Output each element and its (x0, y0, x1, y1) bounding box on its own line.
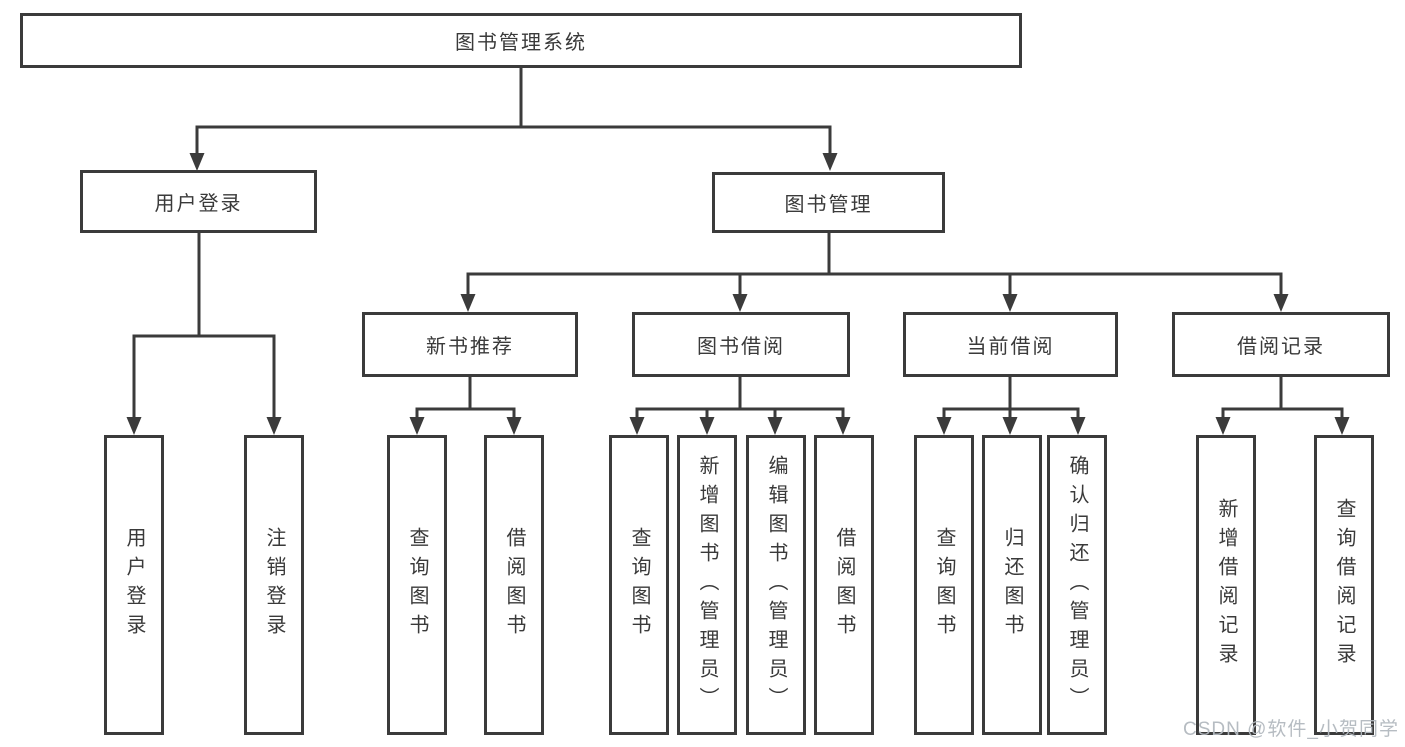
leaf-label: 查询图书 (933, 527, 955, 643)
node-root-label: 图书管理系统 (455, 32, 587, 54)
leaf-label: 查询图书 (628, 527, 650, 643)
leaf-label: 查询借阅记录 (1333, 498, 1355, 672)
connector-borrow-records (1215, 377, 1350, 435)
node-book-borrow: 图书借阅 (632, 312, 850, 377)
leaf-edit-books-admin: 编辑图书（管理员） (746, 435, 806, 735)
leaf-label: 新增借阅记录 (1215, 498, 1237, 672)
leaf-return-books: 归还图书 (982, 435, 1042, 735)
node-borrow-records: 借阅记录 (1172, 312, 1390, 377)
connector-book-borrow (629, 377, 851, 435)
connector-book-management (460, 233, 1289, 312)
leaf-borrow-books-borrow: 借阅图书 (814, 435, 874, 735)
leaf-label: 确认归还（管理员） (1066, 454, 1088, 716)
leaf-label: 归还图书 (1001, 527, 1023, 643)
node-new-book-recommend: 新书推荐 (362, 312, 578, 377)
leaf-query-borrow-record: 查询借阅记录 (1314, 435, 1374, 735)
node-label: 图书借阅 (697, 336, 785, 358)
leaf-confirm-return-admin: 确认归还（管理员） (1047, 435, 1107, 735)
node-label: 图书管理 (784, 194, 873, 216)
leaf-query-books-borrow: 查询图书 (609, 435, 669, 735)
leaf-label: 借阅图书 (833, 527, 855, 643)
leaf-add-books-admin: 新增图书（管理员） (677, 435, 737, 735)
leaf-query-books-recommend: 查询图书 (387, 435, 447, 735)
connector-new-book-recommend (409, 377, 522, 435)
connector-current-borrow (936, 377, 1086, 435)
leaf-label: 编辑图书（管理员） (765, 454, 787, 716)
leaf-label: 借阅图书 (503, 527, 525, 643)
leaf-logout-action: 注销登录 (244, 435, 304, 735)
node-user-login: 用户登录 (80, 170, 317, 233)
node-label: 当前借阅 (966, 336, 1055, 358)
connector-user-login (126, 233, 282, 435)
node-label: 用户登录 (154, 193, 243, 215)
node-root: 图书管理系统 (20, 13, 1022, 68)
node-current-borrow: 当前借阅 (903, 312, 1118, 377)
leaf-label: 查询图书 (406, 527, 428, 643)
leaf-query-books-current: 查询图书 (914, 435, 974, 735)
node-label: 借阅记录 (1237, 336, 1325, 358)
connector-root (189, 68, 838, 171)
node-label: 新书推荐 (426, 336, 514, 358)
leaf-add-borrow-record: 新增借阅记录 (1196, 435, 1256, 735)
leaf-borrow-books-recommend: 借阅图书 (484, 435, 544, 735)
leaf-label: 新增图书（管理员） (696, 454, 718, 716)
leaf-user-login-action: 用户登录 (104, 435, 164, 735)
csdn-watermark: CSDN @软件_小贺同学 (1183, 719, 1399, 740)
leaf-label: 用户登录 (123, 527, 145, 643)
node-book-management: 图书管理 (712, 172, 945, 233)
leaf-label: 注销登录 (263, 527, 285, 643)
